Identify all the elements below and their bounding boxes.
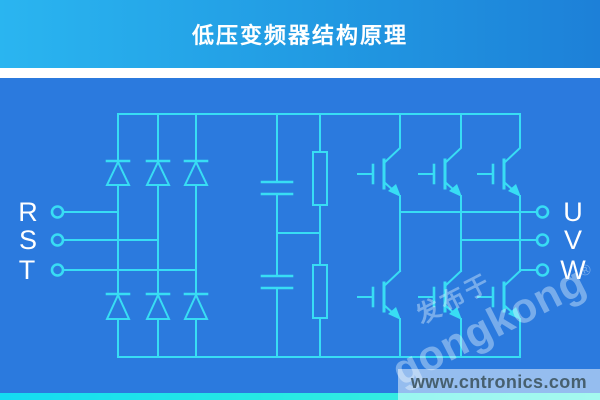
- terminal-ring-w: [535, 263, 550, 277]
- terminal-ring-u: [535, 205, 550, 219]
- rectifier-diode-bridge: [105, 113, 209, 358]
- output-terminal-label-w: W: [560, 255, 586, 285]
- igbt-icon: [477, 269, 522, 358]
- input-terminal-label-r: R: [18, 197, 38, 227]
- input-terminal-label-s: S: [18, 225, 37, 255]
- page-title: 低压变频器结构原理: [191, 23, 408, 48]
- header-divider: [0, 68, 600, 78]
- capacitor-icon: [260, 274, 294, 290]
- diode-icon: [105, 159, 131, 320]
- capacitor-icon: [260, 180, 294, 196]
- site-url-text: www.cntronics.com: [410, 372, 588, 392]
- bottom-accent-strip: [0, 393, 600, 400]
- terminal-ring-r: [50, 205, 65, 219]
- title-bar: 低压变频器结构原理: [0, 0, 600, 68]
- input-terminal-label-t: T: [18, 255, 36, 285]
- resistor-icon: [312, 264, 328, 319]
- terminal-ring-s: [50, 233, 65, 247]
- input-phase-lines: [50, 205, 197, 277]
- igbt-icon: [357, 269, 402, 358]
- terminal-ring-v: [535, 233, 550, 247]
- output-terminal-label-u: U: [563, 197, 583, 227]
- diode-icon: [183, 159, 209, 320]
- igbt-icon: [357, 113, 401, 272]
- igbt-inverter-bottom-row: [357, 269, 522, 358]
- output-phase-lines: [399, 205, 550, 277]
- igbt-icon: [418, 269, 463, 358]
- dc-link-capacitors: [260, 113, 321, 358]
- resistor-icon: [312, 151, 328, 206]
- igbt-icon: [477, 113, 521, 272]
- dc-link-resistors: [312, 113, 328, 358]
- igbt-inverter-top-row: [357, 113, 521, 272]
- diode-icon: [145, 159, 171, 320]
- watermark-site-box: www.cntronics.com: [398, 369, 600, 400]
- igbt-icon: [418, 113, 462, 272]
- terminal-ring-t: [50, 263, 65, 277]
- output-terminal-label-v: V: [563, 225, 582, 255]
